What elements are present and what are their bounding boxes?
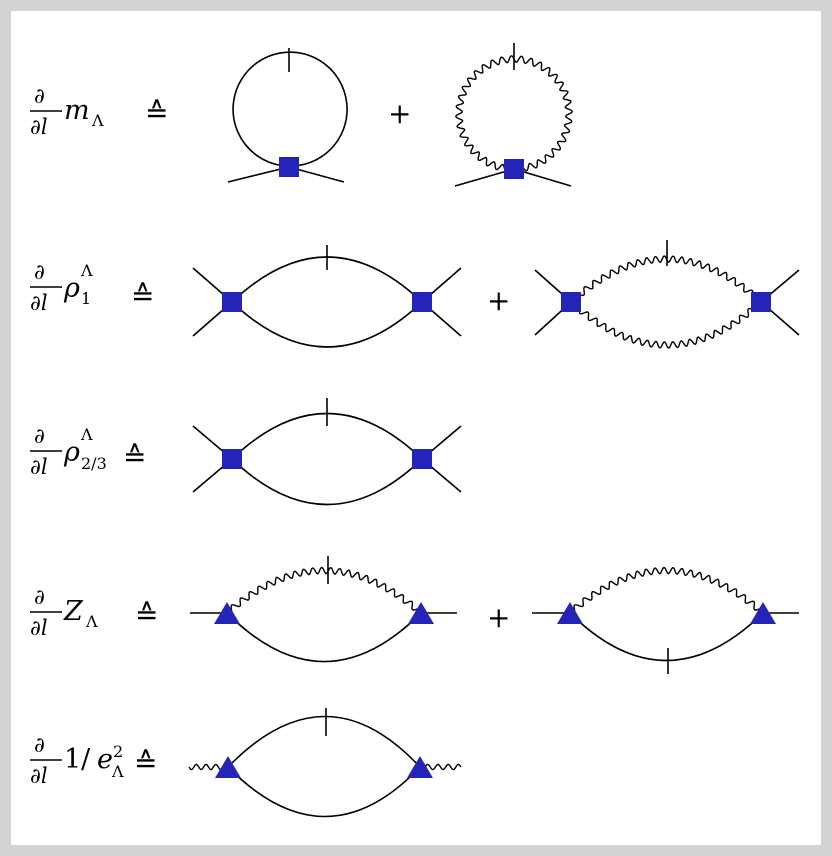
scalar-propagator-lower (231, 458, 423, 506)
square-vertex (412, 449, 432, 469)
square-vertex (412, 292, 432, 312)
lhs-prefix: 1/ (64, 744, 91, 775)
partial-numerator: ∂ (34, 733, 45, 757)
partial-denominator: ∂l (30, 115, 48, 139)
lhs-rho23: ∂ ∂l ρ Λ 2/3 (30, 424, 107, 479)
plus-sign: + (487, 601, 510, 634)
lhs-z: ∂ ∂l Z Λ (30, 585, 98, 640)
square-vertex (561, 292, 581, 312)
feynman-diagram-equations: ∂ ∂l m Λ ≙ + ∂ (30, 43, 800, 818)
lhs-superscript: Λ (80, 425, 93, 444)
lhs-subscript: 2/3 (81, 454, 107, 473)
external-photon-leg (419, 763, 462, 771)
equals-sign: ≙ (145, 96, 168, 129)
partial-numerator: ∂ (34, 84, 45, 108)
equals-sign: ≙ (131, 279, 154, 312)
square-vertex (222, 292, 242, 312)
diagram-photon-bubble (534, 240, 800, 349)
lhs-symbol: m (64, 95, 90, 126)
partial-denominator: ∂l (30, 291, 48, 315)
scalar-propagator-lower (231, 301, 423, 348)
external-leg (227, 166, 290, 183)
diagram-panel: ∂ ∂l m Λ ≙ + ∂ (11, 11, 821, 845)
scalar-propagator-upper (227, 715, 421, 768)
plus-sign: + (388, 97, 411, 130)
lhs-subscript: Λ (85, 612, 98, 631)
triangle-vertex (408, 602, 434, 624)
lhs-rho1: ∂ ∂l ρ Λ 1 (30, 260, 93, 315)
partial-numerator: ∂ (34, 585, 45, 609)
triangle-vertex (750, 602, 776, 624)
equation-mass: ∂ ∂l m Λ ≙ + (30, 84, 411, 139)
photon-loop-wavy (455, 55, 573, 173)
triangle-vertex (215, 756, 241, 778)
lhs-symbol: Z (63, 596, 84, 627)
lhs-charge: ∂ ∂l 1/ e 2 Λ (30, 733, 124, 788)
partial-numerator: ∂ (34, 424, 45, 448)
lhs-symbol: e (97, 744, 113, 775)
square-vertex (222, 449, 242, 469)
lhs-subscript: Λ (91, 111, 104, 130)
photon-propagator-upper (569, 566, 764, 615)
partial-denominator: ∂l (30, 764, 48, 788)
diagram-scalar-bubble-rho1 (192, 245, 462, 348)
diagram-photon-tadpole (454, 43, 573, 187)
photon-propagator-lower (570, 300, 762, 349)
partial-numerator: ∂ (34, 260, 45, 284)
plus-sign: + (487, 284, 510, 317)
equals-sign: ≙ (135, 598, 158, 631)
lhs-mass: ∂ ∂l m Λ (30, 84, 104, 139)
triangle-vertex (557, 602, 583, 624)
partial-denominator: ∂l (30, 616, 48, 640)
scalar-loop (232, 51, 348, 167)
equation-z: ∂ ∂l Z Λ ≙ + (30, 585, 510, 640)
equals-sign: ≙ (134, 746, 157, 779)
equals-sign: ≙ (123, 440, 146, 473)
equation-rho1: ∂ ∂l ρ Λ 1 ≙ + (30, 260, 510, 317)
photon-propagator-upper (226, 566, 422, 615)
equation-rho23: ∂ ∂l ρ Λ 2/3 ≙ (30, 424, 146, 479)
diagram-photon-scalar-loop-b (532, 566, 799, 674)
lhs-subscript: 1 (81, 289, 91, 308)
scalar-propagator-lower (227, 766, 421, 818)
triangle-vertex (214, 602, 240, 624)
partial-denominator: ∂l (30, 455, 48, 479)
diagram-vacuum-polarization (188, 708, 462, 818)
lhs-subscript: Λ (111, 762, 124, 781)
lhs-symbol: ρ (63, 437, 80, 468)
scalar-propagator-lower (226, 612, 422, 663)
scalar-propagator-lower (569, 612, 764, 662)
lhs-superscript: 2 (113, 742, 123, 761)
square-vertex (279, 157, 299, 177)
diagram-photon-scalar-loop-a (190, 556, 457, 663)
lhs-symbol: ρ (63, 273, 80, 304)
square-vertex (751, 292, 771, 312)
equation-charge: ∂ ∂l 1/ e 2 Λ ≙ (30, 733, 157, 788)
lhs-superscript: Λ (80, 261, 93, 280)
diagram-scalar-bubble-rho23 (192, 398, 462, 506)
square-vertex (504, 159, 524, 179)
diagram-scalar-tadpole (227, 48, 348, 183)
triangle-vertex (407, 756, 433, 778)
